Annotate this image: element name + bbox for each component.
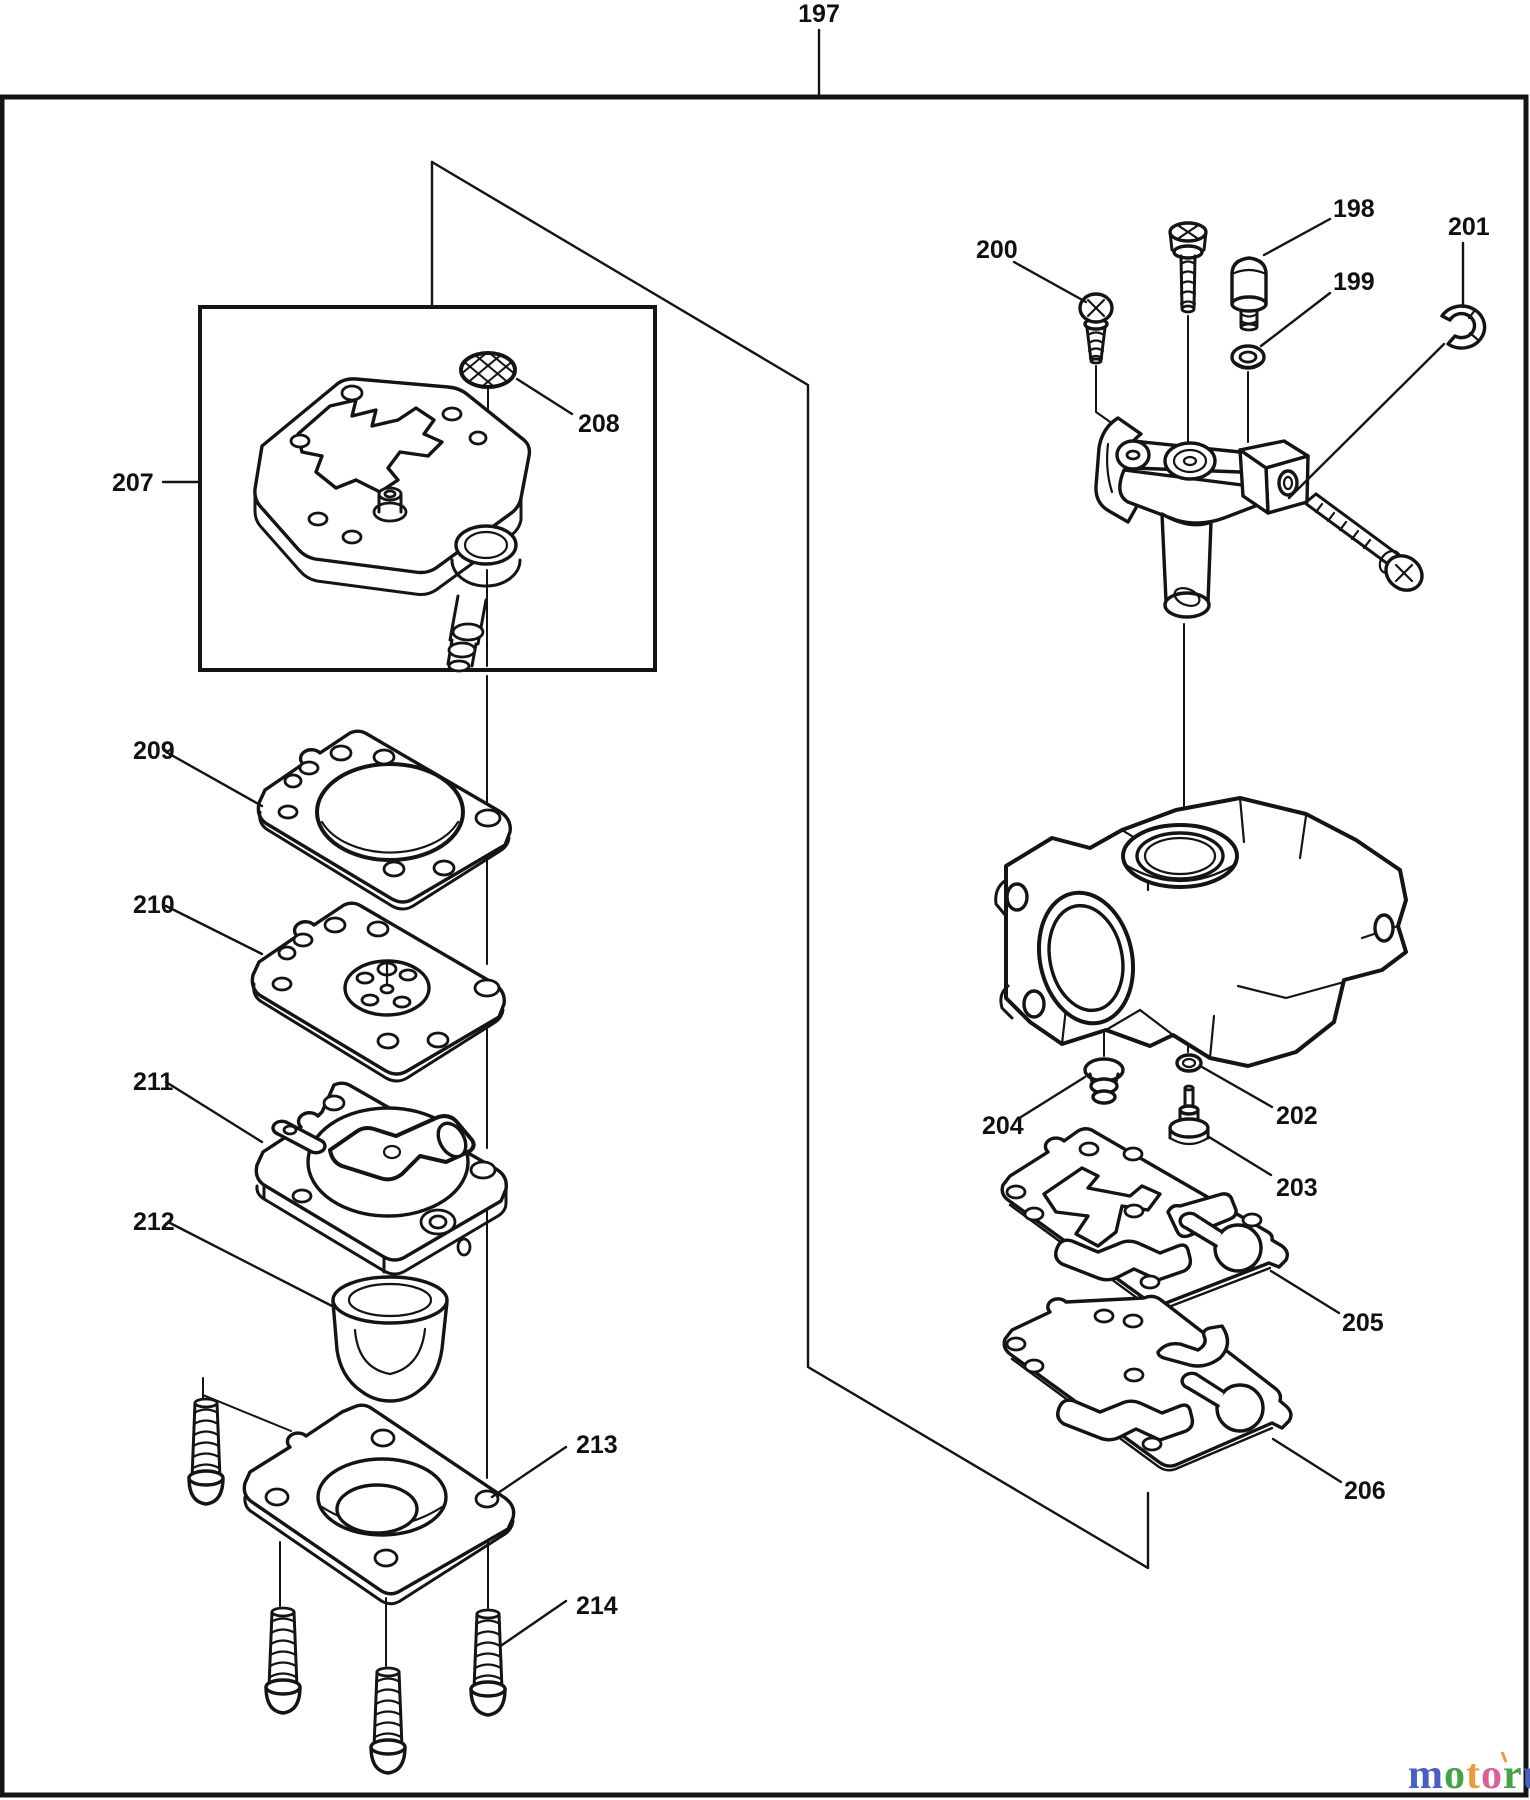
part-201-e-clip [1440,304,1487,350]
callout-201: 201 [1448,213,1490,241]
part-209-pump-gasket [256,729,512,911]
part-205-metering-gasket [1000,1127,1290,1311]
part-210-pump-diaphragm [250,901,506,1083]
part-211-metering-body [254,1081,508,1276]
diaphragm-hook-cutout [1156,1324,1230,1368]
part-212-primer-cup [331,1275,449,1403]
cover-nipple-boss [372,486,408,523]
projection-line-long [430,160,1150,1570]
part-214-screw-1 [187,1397,225,1506]
part-208-inlet-screen [459,351,517,389]
part-214-screw-4 [469,1608,507,1717]
callout-197: 197 [798,0,840,28]
callout-205: 205 [1342,1309,1384,1337]
callout-206: 206 [1344,1477,1386,1505]
part-202-o-ring [1175,1053,1203,1073]
part-199-washer [1230,344,1266,370]
part-throttle-shaft-assembly [1094,416,1310,619]
callout-leader-lines [161,217,1465,1647]
callout-204: 204 [982,1112,1024,1140]
logo-letter: r [1503,1752,1523,1798]
part-204-check-valve [1083,1057,1125,1105]
logo-letter: o [1481,1752,1503,1798]
part-206-metering-diaphragm [1002,1294,1293,1472]
part-213-pump-cover-plate [242,1403,516,1606]
detail-inset-box [198,305,657,672]
callout-198: 198 [1333,195,1375,223]
callout-211: 211 [133,1068,173,1096]
part-carburetor-body [994,796,1408,1068]
screen-mesh-hatch [462,354,514,386]
logo-wordmark[interactable]: motoruf.de [1408,1752,1530,1798]
logo-accent [1500,1751,1508,1763]
callout-214: 214 [576,1592,618,1620]
callout-202: 202 [1276,1102,1318,1130]
callout-208: 208 [578,410,620,438]
part-pivot-screw [1303,492,1424,592]
part-203-needle-valve [1168,1084,1210,1146]
part-207-fuel-pump-cover [253,377,532,673]
logo-letter: u [1523,1752,1530,1798]
callout-200: 200 [976,236,1018,264]
callout-213: 213 [576,1431,618,1459]
diaphragm-center-valve [343,959,431,1017]
callout-203: 203 [1276,1174,1318,1202]
logo-letter: t [1466,1752,1481,1798]
callout-labels: 207 208 209 210 211 212 213 214 198 199 … [112,195,1490,1620]
alignment-axis-lines [202,315,1249,1667]
callout-209: 209 [133,737,175,765]
part-214-screw-3 [369,1666,407,1775]
callout-207: 207 [112,469,154,497]
main-border-box [0,94,1529,1798]
part-throttle-screw-top [1168,221,1208,314]
cover-raised-island [296,398,444,494]
motoruf-logo[interactable]: motoruf.de [1408,1751,1530,1798]
part-214-screw-2 [264,1606,302,1715]
callout-210: 210 [133,891,175,919]
cover-outlet-port [446,524,522,673]
gasket-main-opening [315,762,465,862]
part-200-choke-screw [1078,292,1114,365]
logo-letter: m [1408,1752,1444,1798]
logo-letter: o [1444,1752,1466,1798]
callout-212: 212 [133,1208,175,1236]
part-198-idle-plug [1230,256,1268,332]
callout-199: 199 [1333,268,1375,296]
